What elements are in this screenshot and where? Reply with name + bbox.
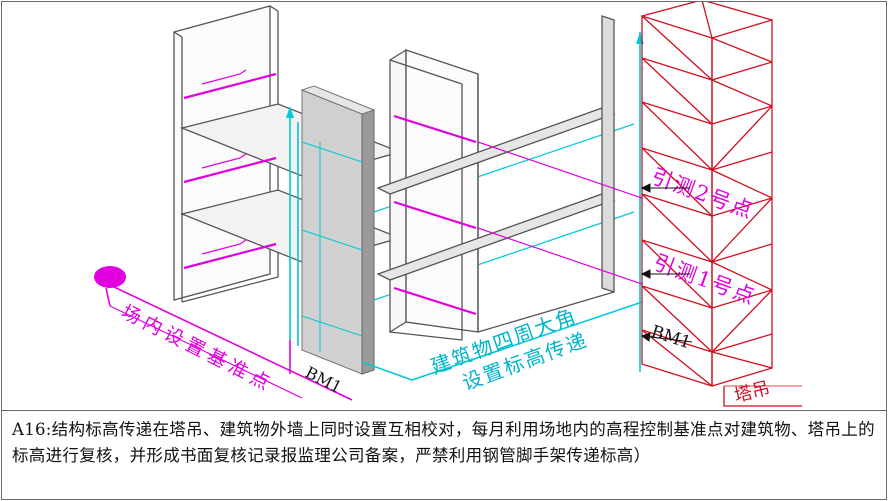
survey-point-2-label: 引测2号点	[648, 164, 757, 223]
site-benchmark	[94, 266, 353, 401]
crane-arrows	[640, 183, 693, 343]
tower-crane-text: 塔吊	[732, 378, 772, 407]
site-benchmark-text: 场内设置基准点	[118, 301, 278, 397]
gray-bm-panel	[300, 85, 376, 375]
right-building	[376, 15, 616, 341]
site-benchmark-label: 场内设置基准点	[118, 301, 278, 397]
crane-rungs	[641, 57, 773, 353]
elevation-transfer-diagram: 引测2号点 引测1号点 BM1 塔吊 场内设置基准点 BM1	[94, 2, 802, 407]
left-wall-magenta-marks	[183, 69, 277, 270]
benchmark-dot	[94, 266, 126, 288]
bm1-left-label: BM1	[302, 363, 345, 397]
tower-crane-label: 塔吊	[732, 378, 772, 407]
right-building-magenta-marks	[393, 114, 643, 316]
figure-caption: A16:结构标高传递在塔吊、建筑物外墙上同时设置互相校对，每月利用场地内的高程控…	[2, 410, 886, 499]
bm1-left-text: BM1	[302, 363, 345, 397]
survey-point-2-text: 引测2号点	[648, 164, 757, 223]
